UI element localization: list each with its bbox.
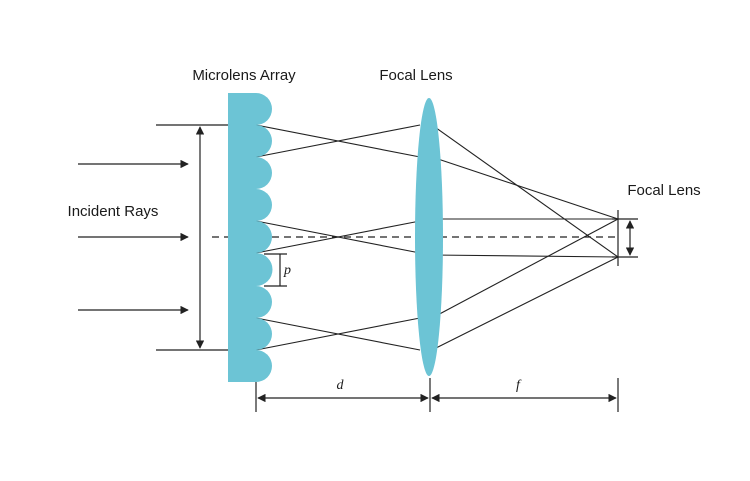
microlens — [256, 125, 272, 157]
focal-lens-title: Focal Lens — [379, 67, 452, 84]
microlens — [256, 157, 272, 189]
microlens-array — [228, 93, 273, 382]
rays-to-focal-plane — [431, 124, 619, 351]
microlens-substrate — [228, 93, 256, 382]
microlens — [256, 221, 272, 253]
distance-f-label: f — [516, 378, 522, 393]
microlens — [256, 189, 272, 221]
microlens — [256, 253, 273, 286]
microlens — [256, 93, 272, 125]
microlens-array-title: Microlens Array — [192, 67, 296, 84]
focal-plane-label: Focal Lens — [627, 182, 700, 199]
focal-lens — [415, 98, 443, 376]
microlens — [256, 318, 272, 350]
incident-rays-label: Incident Rays — [68, 203, 159, 220]
pitch-label: p — [283, 263, 291, 278]
microlens — [256, 286, 272, 318]
distance-d-label: d — [337, 378, 345, 393]
microlens — [256, 350, 272, 382]
rays-to-focal-lens — [255, 124, 421, 351]
